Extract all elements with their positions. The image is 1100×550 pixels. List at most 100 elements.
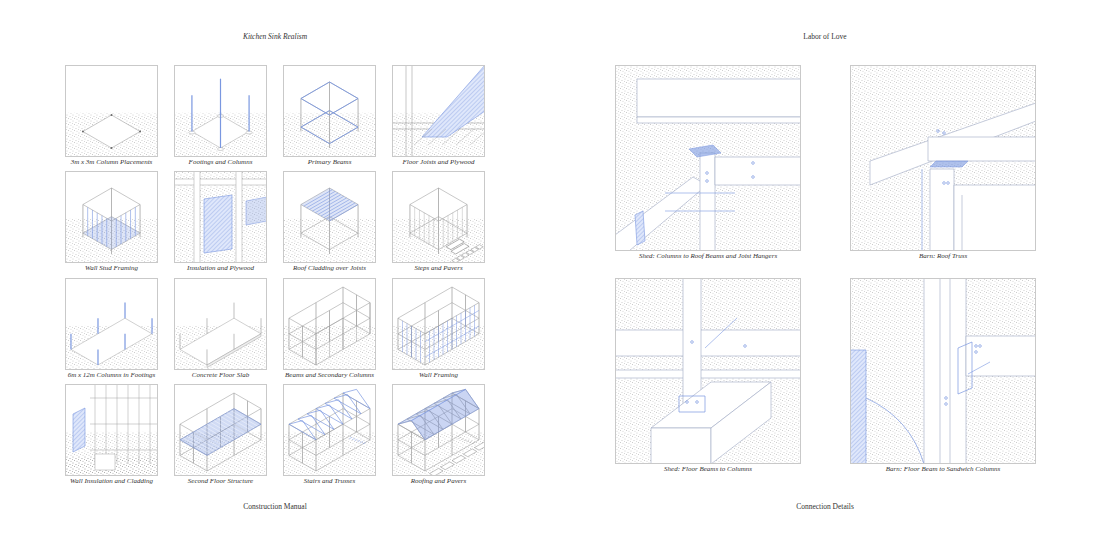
drawn-line bbox=[180, 455, 207, 471]
panel-caption: Second Floor Structure bbox=[188, 477, 253, 485]
bolt bbox=[975, 345, 978, 348]
drawn-line bbox=[940, 278, 941, 464]
drawn-shape bbox=[615, 177, 707, 251]
drawn-line bbox=[87, 207, 88, 236]
drawn-shape bbox=[194, 171, 200, 263]
ground-stipple bbox=[850, 278, 1036, 464]
drawn-line bbox=[330, 233, 359, 250]
step-drawing bbox=[392, 65, 485, 157]
column-mark bbox=[111, 147, 113, 149]
drawn-line bbox=[193, 432, 220, 448]
drawn-shape bbox=[289, 421, 316, 440]
panel-caption: Primary Beams bbox=[308, 158, 352, 166]
sheet-heading: Kitchen Sink Realism bbox=[243, 32, 307, 41]
drawn-shape bbox=[637, 79, 801, 117]
drawn-line bbox=[470, 308, 471, 339]
drawn-line bbox=[472, 442, 475, 444]
panel-caption: Shed: Floor Beams to Columns bbox=[664, 465, 752, 473]
drawn-line bbox=[289, 440, 316, 456]
drawn-line bbox=[411, 326, 412, 357]
drawn-line bbox=[301, 233, 330, 250]
drawn-line bbox=[83, 188, 112, 205]
drawn-line bbox=[289, 349, 316, 365]
drawn-line bbox=[97, 318, 98, 334]
panel-caption: Wall Framing bbox=[419, 371, 458, 379]
drawn-line bbox=[289, 334, 316, 350]
drawn-line bbox=[467, 205, 468, 238]
drawn-line bbox=[425, 318, 479, 349]
drawn-line bbox=[301, 82, 330, 99]
drawn-line bbox=[330, 99, 359, 116]
drawn-line bbox=[428, 129, 446, 145]
drawn-line bbox=[950, 278, 951, 464]
drawn-shape bbox=[679, 396, 705, 412]
drawn-line bbox=[210, 422, 237, 438]
drawn-line bbox=[968, 362, 990, 374]
drawn-line bbox=[90, 424, 158, 425]
column-mark bbox=[139, 131, 141, 133]
drawn-line bbox=[151, 318, 152, 334]
drawn-line bbox=[82, 205, 83, 238]
drawn-line bbox=[442, 129, 460, 145]
drawn-line bbox=[330, 82, 359, 99]
bolt bbox=[979, 345, 982, 348]
step-panel: Beams and Secondary Columns bbox=[283, 278, 376, 370]
bolt bbox=[937, 130, 940, 133]
ground-stipple bbox=[283, 219, 376, 263]
column-mark bbox=[111, 114, 113, 116]
drawn-line bbox=[121, 216, 122, 245]
drawn-line bbox=[327, 203, 356, 220]
drawn-shape bbox=[73, 408, 85, 452]
drawn-line bbox=[289, 409, 343, 440]
step-panel: Second Floor Structure bbox=[174, 384, 267, 476]
ground-stipple bbox=[615, 65, 801, 251]
drawn-line bbox=[330, 111, 359, 128]
drawn-line bbox=[461, 438, 464, 440]
step-drawing bbox=[283, 287, 376, 370]
panel-caption: Concrete Floor Slab bbox=[192, 371, 249, 379]
panel-caption: Stairs and Trusses bbox=[304, 477, 355, 485]
drawn-line bbox=[187, 436, 214, 452]
drawn-line bbox=[220, 112, 221, 148]
drawn-line bbox=[289, 303, 343, 334]
drawn-line bbox=[217, 418, 244, 434]
drawn-line bbox=[330, 217, 359, 234]
drawn-line bbox=[301, 99, 330, 116]
drawn-shape bbox=[850, 350, 866, 464]
drawn-line bbox=[438, 188, 439, 221]
drawn-shape bbox=[441, 462, 455, 470]
step-drawing bbox=[65, 303, 158, 370]
drawn-line bbox=[316, 424, 370, 455]
ground-stipple bbox=[174, 171, 267, 263]
drawn-shape bbox=[637, 117, 801, 123]
drawn-shape bbox=[95, 454, 115, 470]
drawn-shape bbox=[924, 278, 966, 464]
drawn-line bbox=[462, 207, 463, 236]
drawn-shape bbox=[715, 157, 801, 185]
drawn-shape bbox=[711, 382, 771, 464]
bolt bbox=[975, 351, 978, 354]
drawn-line bbox=[415, 329, 416, 360]
drawn-line bbox=[705, 318, 737, 348]
ground-stipple bbox=[283, 326, 376, 370]
drawn-shape bbox=[207, 334, 261, 368]
drawn-shape bbox=[429, 468, 443, 476]
panel-caption: Shed: Columns to Roof Beams and Joist Ha… bbox=[639, 252, 777, 260]
ground-stipple bbox=[392, 326, 485, 370]
drawn-line bbox=[922, 169, 923, 251]
drawn-line bbox=[301, 111, 330, 128]
detail-drawing bbox=[615, 278, 801, 464]
step-panel: Roofing and Pavers bbox=[392, 384, 485, 476]
drawn-line bbox=[318, 198, 347, 215]
bolt bbox=[696, 401, 699, 404]
drawn-line bbox=[289, 287, 343, 318]
panel-caption: Wall Stud Framing bbox=[85, 264, 138, 272]
drawn-line bbox=[234, 334, 235, 350]
drawn-line bbox=[204, 426, 231, 442]
drawn-shape bbox=[452, 455, 466, 463]
drawn-line bbox=[458, 437, 461, 439]
drawn-line bbox=[470, 129, 485, 145]
panel-caption: Roof Cladding over Joists bbox=[293, 264, 366, 272]
panel-caption: Barn: Floor Beam to Sandwich Columns bbox=[886, 465, 1001, 473]
drawn-shape bbox=[615, 330, 801, 356]
